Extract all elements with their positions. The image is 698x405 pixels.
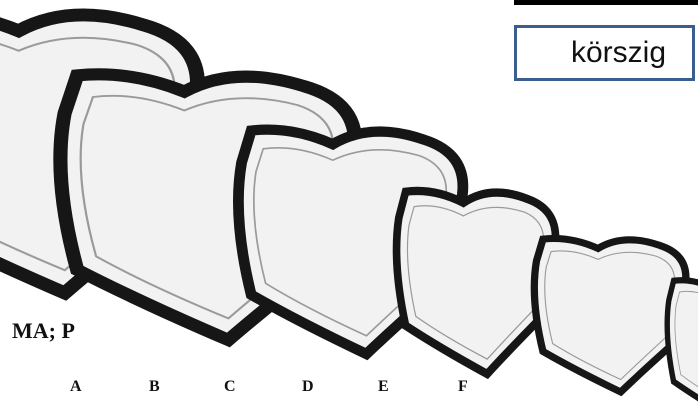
letter-a: A xyxy=(70,378,82,395)
shield-5 xyxy=(534,238,686,392)
letter-b: B xyxy=(149,378,160,395)
letter-c: C xyxy=(224,378,236,395)
caption: MA; P xyxy=(12,318,75,343)
label-box: körszig xyxy=(514,25,695,81)
label-text: körszig xyxy=(571,36,667,69)
letter-e: E xyxy=(378,378,389,395)
letter-f: F xyxy=(458,378,468,395)
top-black-bar xyxy=(514,0,698,5)
letter-d: D xyxy=(302,378,314,395)
shield-6 xyxy=(667,280,698,405)
